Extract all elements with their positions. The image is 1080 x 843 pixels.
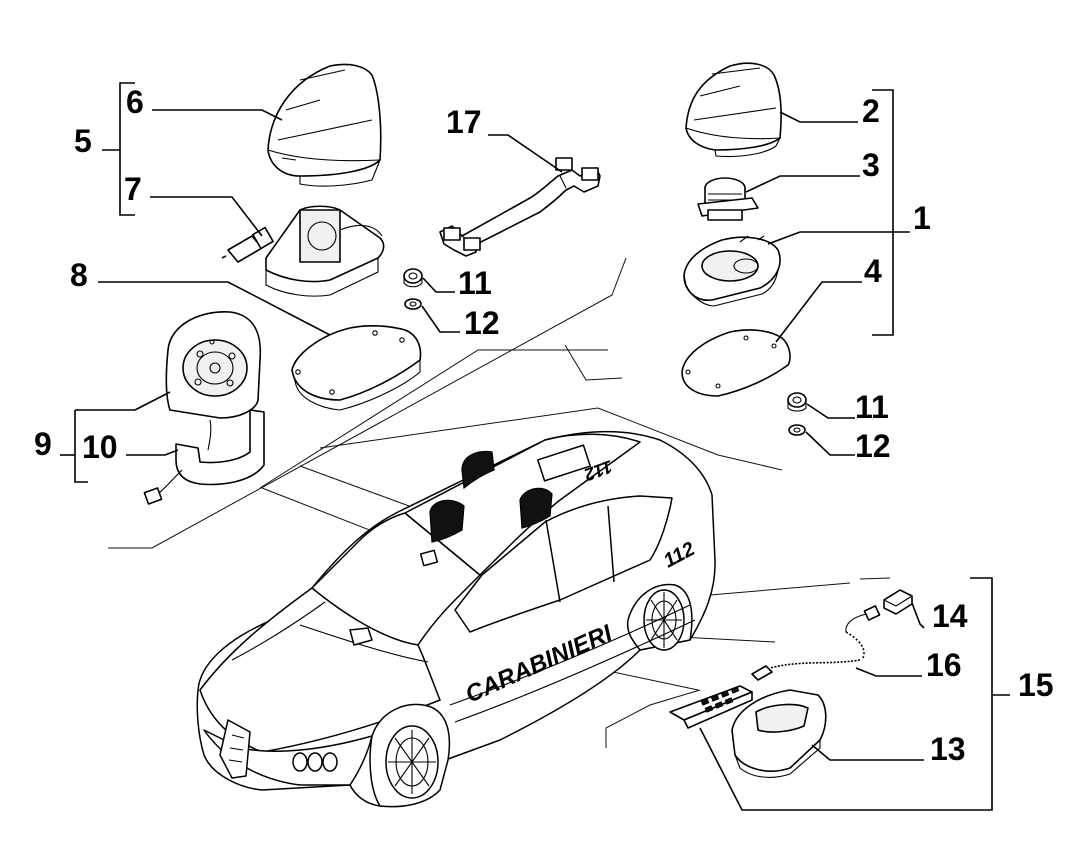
roof-small-module <box>419 549 439 567</box>
callout-12-right: 12 <box>855 428 891 464</box>
side-stripe <box>449 604 691 706</box>
callout-4: 4 <box>864 253 882 289</box>
part-12-washer-left <box>404 298 422 310</box>
callout-15: 15 <box>1018 667 1054 703</box>
front-rim-spokes <box>388 730 436 794</box>
part-7-base-housing <box>265 205 385 297</box>
remote-control <box>669 685 753 729</box>
rear-rim-spokes <box>646 592 682 648</box>
part-3-motor <box>697 177 759 221</box>
part-4-cover-plate <box>681 329 791 397</box>
callout-2: 2 <box>862 93 880 129</box>
part-14-connector <box>863 589 913 621</box>
callout-8: 8 <box>70 257 88 293</box>
roof-pad-rear <box>461 450 495 490</box>
callout-13: 13 <box>930 731 966 767</box>
callout-11-left: 11 <box>458 265 492 301</box>
part-1-base-unit <box>683 235 781 307</box>
callout-16: 16 <box>926 647 962 683</box>
callout-10: 10 <box>82 429 118 465</box>
callout-17: 17 <box>446 104 482 140</box>
part-6-lens-housing <box>267 63 382 187</box>
part-12-washer-right <box>788 424 806 436</box>
side-windows <box>454 495 673 633</box>
part-7-bulb-socket <box>221 226 274 263</box>
callout-3: 3 <box>862 147 880 183</box>
part-11-nut-right <box>787 392 807 412</box>
callout-5: 5 <box>74 123 92 159</box>
callout-7: 7 <box>124 171 142 207</box>
callout-labels: 1 2 3 4 5 6 7 8 9 10 11 12 11 12 13 14 1… <box>34 84 1054 767</box>
callout-14: 14 <box>932 598 968 634</box>
roof-lightbar-base <box>537 444 591 482</box>
remote-buttons <box>700 686 740 713</box>
part-13-holder <box>731 689 827 778</box>
callout-9: 9 <box>34 426 52 462</box>
part-16-coiled-cable <box>751 613 867 681</box>
part-10-bracket <box>143 409 265 505</box>
mirror <box>349 627 373 646</box>
leader-lines <box>60 82 1010 811</box>
callout-6: 6 <box>126 84 144 120</box>
part-2-lens-housing <box>685 62 782 158</box>
roof-pad-right <box>519 487 553 529</box>
roof-pad-left <box>429 499 465 543</box>
part-8-cover-plate <box>291 325 422 411</box>
part-17-mounting-bracket <box>439 157 601 257</box>
callout-1: 1 <box>913 200 931 236</box>
callout-11-right: 11 <box>855 389 889 425</box>
callout-12-left: 12 <box>464 305 500 341</box>
part-11-nut-left <box>403 268 423 288</box>
car-illustration: CARABINIERI 112 112 <box>196 431 716 808</box>
part-9-speaker <box>165 311 262 419</box>
